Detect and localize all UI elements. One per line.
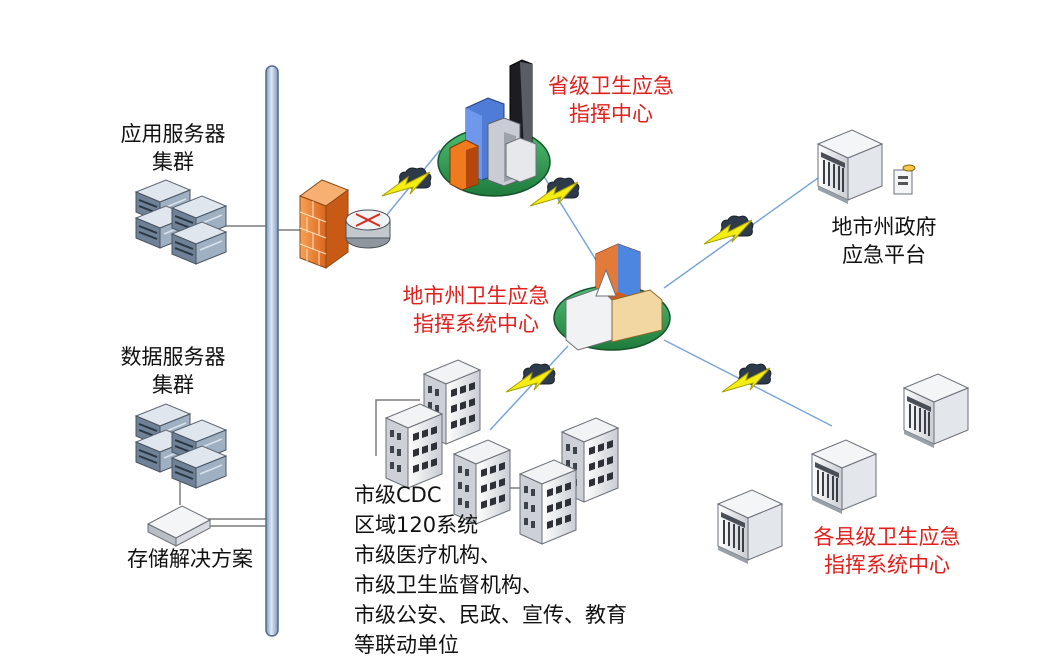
label-storage: 存储解决方案 <box>127 547 253 571</box>
label-provincial-center: 省级卫生应急指挥中心 <box>548 74 674 126</box>
cityscape-icon-provincial <box>437 59 551 197</box>
wan-cloud-lightning-icon-3 <box>703 215 754 245</box>
firewall-icon <box>298 179 350 269</box>
government-building-icon <box>817 129 916 205</box>
cityscape-icon-city <box>553 243 671 351</box>
router-icon <box>345 209 391 249</box>
storage-device-icon <box>146 505 212 547</box>
wan-cloud-lightning-icon-4 <box>505 363 556 393</box>
wan-cloud-lightning-icon-5 <box>721 363 772 393</box>
label-app-cluster: 应用服务器集群 <box>120 122 226 174</box>
server-rack-icon-data <box>135 403 227 489</box>
server-rack-icon-app <box>135 179 227 265</box>
network-bus <box>265 65 279 637</box>
label-gov-platform: 地市州政府应急平台 <box>831 215 937 267</box>
label-data-cluster: 数据服务器集群 <box>120 345 226 397</box>
label-linked-units: 市级CDC 区域120系统 市级医疗机构、 市级卫生监督机构、 市级公安、民政、… <box>354 483 627 657</box>
label-county-center: 各县级卫生应急指挥系统中心 <box>813 525 961 577</box>
label-city-center: 地市州卫生应急指挥系统中心 <box>402 284 550 336</box>
